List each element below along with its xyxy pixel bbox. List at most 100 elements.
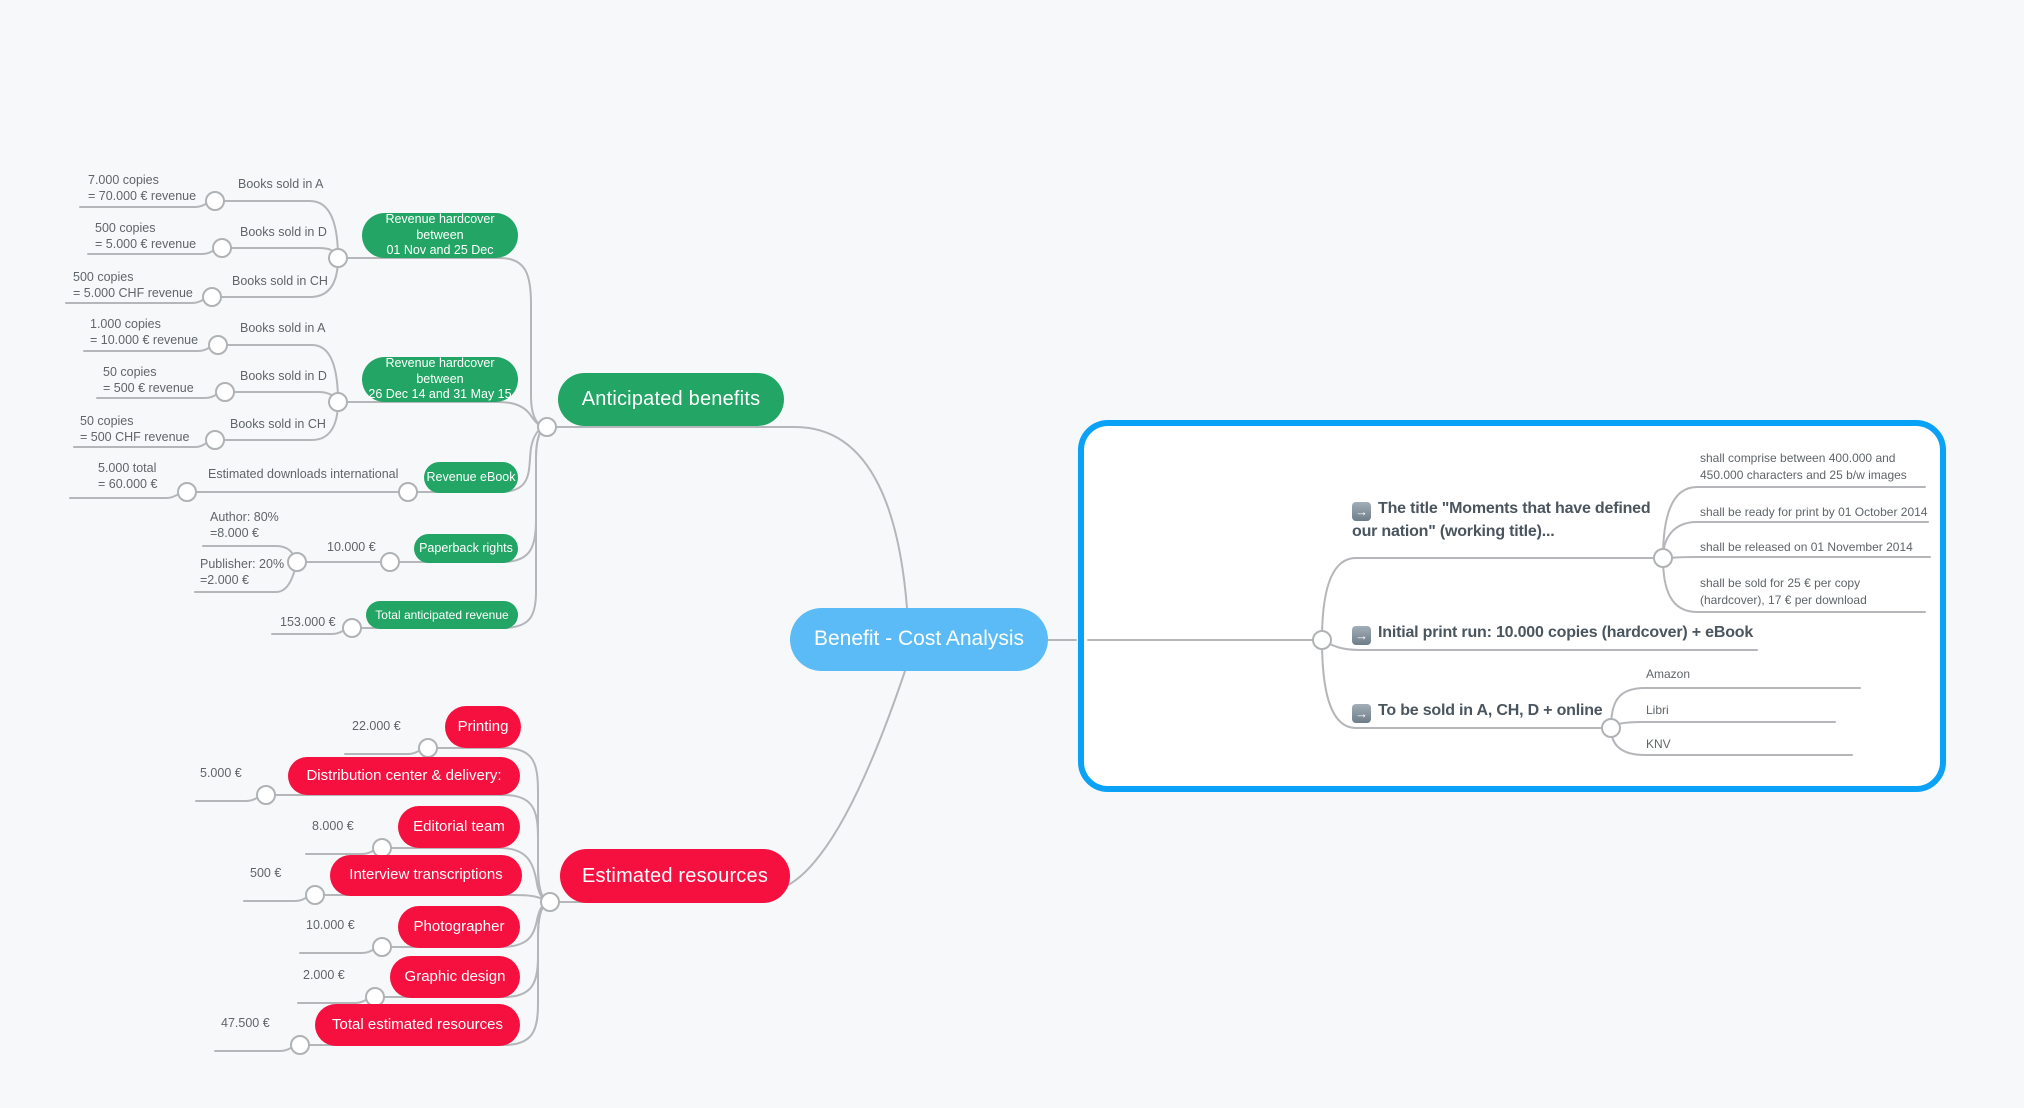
connector-line bbox=[299, 946, 383, 954]
node-interview-transcriptions[interactable]: Interview transcriptions bbox=[330, 855, 522, 896]
node-books-sold-a-2[interactable]: Books sold in A bbox=[240, 321, 326, 335]
arrow-right-icon: → bbox=[1352, 502, 1371, 522]
print-run-text: Initial print run: 10.000 copies (hardco… bbox=[1378, 624, 1754, 641]
value-books-sold-a-2[interactable]: 1.000 copies = 10.000 € revenue bbox=[90, 317, 199, 348]
connector-line bbox=[224, 391, 339, 403]
connector-line bbox=[337, 401, 548, 428]
connector-line bbox=[297, 996, 376, 1004]
node-revenue-ebook[interactable]: Revenue eBook bbox=[424, 462, 518, 493]
collapse-toggle[interactable] bbox=[380, 552, 400, 572]
node-channel-amazon[interactable]: Amazon bbox=[1646, 667, 1691, 681]
branch-anticipated-benefits[interactable]: Anticipated benefits bbox=[558, 373, 784, 426]
node-books-sold-d-1[interactable]: Books sold in D bbox=[240, 225, 327, 239]
node-books-sold-ch-1[interactable]: Books sold in CH bbox=[232, 274, 328, 288]
connector-line bbox=[1662, 557, 1926, 613]
collapse-toggle[interactable] bbox=[540, 892, 560, 912]
value-graphic-design[interactable]: 2.000 € bbox=[303, 968, 345, 982]
connector-line bbox=[214, 1044, 301, 1052]
node-estimated-downloads[interactable]: Estimated downloads international bbox=[208, 467, 399, 481]
collapse-toggle[interactable] bbox=[177, 482, 197, 502]
collapse-toggle[interactable] bbox=[1601, 718, 1621, 738]
collapse-toggle[interactable] bbox=[256, 785, 276, 805]
value-books-sold-ch-1[interactable]: 500 copies = 5.000 CHF revenue bbox=[73, 270, 193, 301]
collapse-toggle[interactable] bbox=[215, 382, 235, 402]
node-spec-print-date[interactable]: shall be ready for print by 01 October 2… bbox=[1700, 505, 1928, 519]
arrow-right-icon: → bbox=[1352, 626, 1371, 646]
value-books-sold-ch-2[interactable]: 50 copies = 500 CHF revenue bbox=[80, 414, 190, 445]
value-books-sold-a-1[interactable]: 7.000 copies = 70.000 € revenue bbox=[88, 173, 197, 204]
collapse-toggle[interactable] bbox=[205, 430, 225, 450]
node-spec-price[interactable]: shall be sold for 25 € per copy (hardcov… bbox=[1700, 576, 1867, 607]
value-total-estimated[interactable]: 47.500 € bbox=[221, 1016, 270, 1030]
node-book-title[interactable]: →The title "Moments that have defined ou… bbox=[1352, 498, 1682, 542]
value-distribution-delivery[interactable]: 5.000 € bbox=[200, 766, 242, 780]
node-distribution-delivery[interactable]: Distribution center & delivery: bbox=[288, 757, 520, 795]
node-paperback-author[interactable]: Author: 80% =8.000 € bbox=[210, 510, 279, 541]
collapse-toggle[interactable] bbox=[212, 238, 232, 258]
collapse-toggle[interactable] bbox=[537, 417, 557, 437]
connector-line bbox=[1662, 486, 1926, 559]
collapse-toggle[interactable] bbox=[372, 937, 392, 957]
collapse-toggle[interactable] bbox=[398, 482, 418, 502]
connector-line bbox=[195, 794, 267, 802]
collapse-toggle[interactable] bbox=[1312, 630, 1332, 650]
collapse-toggle[interactable] bbox=[328, 248, 348, 268]
connector-line bbox=[546, 426, 908, 609]
value-photographer[interactable]: 10.000 € bbox=[306, 918, 355, 932]
collapse-toggle[interactable] bbox=[1653, 548, 1673, 568]
connector-line bbox=[217, 344, 339, 403]
collapse-toggle[interactable] bbox=[208, 335, 228, 355]
node-channel-knv[interactable]: KNV bbox=[1646, 737, 1671, 751]
value-books-sold-d-2[interactable]: 50 copies = 500 € revenue bbox=[103, 365, 194, 396]
collapse-toggle[interactable] bbox=[418, 738, 438, 758]
book-title-text: The title "Moments that have defined our… bbox=[1352, 500, 1651, 541]
node-books-sold-a-1[interactable]: Books sold in A bbox=[238, 177, 324, 191]
node-revenue-hardcover-nov-dec[interactable]: Revenue hardcover between 01 Nov and 25 … bbox=[362, 212, 518, 258]
node-paperback-value[interactable]: 10.000 € bbox=[327, 540, 376, 554]
connector-line bbox=[243, 894, 316, 902]
connector-line bbox=[1321, 557, 1656, 641]
connector-line bbox=[314, 894, 551, 903]
collapse-toggle[interactable] bbox=[287, 552, 307, 572]
node-books-sold-ch-2[interactable]: Books sold in CH bbox=[230, 417, 326, 431]
node-spec-characters[interactable]: shall comprise between 400.000 and 450.0… bbox=[1700, 451, 1907, 482]
branch-estimated-resources[interactable]: Estimated resources bbox=[560, 849, 790, 903]
value-printing[interactable]: 22.000 € bbox=[352, 719, 401, 733]
node-paperback-publisher[interactable]: Publisher: 20% =2.000 € bbox=[200, 557, 285, 588]
node-initial-print-run[interactable]: → Initial print run: 10.000 copies (hardc… bbox=[1352, 622, 1782, 646]
connector-line bbox=[1321, 639, 1604, 729]
node-channel-libri[interactable]: Libri bbox=[1646, 703, 1669, 717]
collapse-toggle[interactable] bbox=[342, 618, 362, 638]
value-estimated-downloads[interactable]: 5.000 total = 60.000 € bbox=[98, 461, 158, 492]
connector-line bbox=[305, 847, 383, 855]
node-total-anticipated-revenue[interactable]: Total anticipated revenue bbox=[366, 601, 518, 629]
collapse-toggle[interactable] bbox=[290, 1035, 310, 1055]
connector-line bbox=[69, 491, 188, 499]
connector-line bbox=[351, 426, 548, 629]
node-printing[interactable]: Printing bbox=[445, 706, 521, 748]
connector-line bbox=[221, 247, 339, 259]
node-spec-release-date[interactable]: shall be released on 01 November 2014 bbox=[1700, 540, 1913, 554]
node-total-estimated-resources[interactable]: Total estimated resources bbox=[315, 1004, 520, 1046]
connector-line bbox=[344, 747, 429, 755]
collapse-toggle[interactable] bbox=[205, 191, 225, 211]
node-photographer[interactable]: Photographer bbox=[398, 906, 520, 948]
collapse-toggle[interactable] bbox=[202, 287, 222, 307]
node-books-sold-d-2[interactable]: Books sold in D bbox=[240, 369, 327, 383]
collapse-toggle[interactable] bbox=[328, 392, 348, 412]
collapse-toggle[interactable] bbox=[305, 885, 325, 905]
boundary-highlight[interactable] bbox=[1078, 420, 1946, 792]
arrow-right-icon: → bbox=[1352, 704, 1371, 724]
root-node[interactable]: Benefit - Cost Analysis bbox=[790, 608, 1048, 671]
node-editorial-team[interactable]: Editorial team bbox=[398, 806, 520, 848]
node-revenue-hardcover-dec-may[interactable]: Revenue hardcover between 26 Dec 14 and … bbox=[362, 356, 518, 402]
value-total-anticipated[interactable]: 153.000 € bbox=[280, 615, 336, 629]
node-graphic-design[interactable]: Graphic design bbox=[390, 956, 520, 998]
value-editorial-team[interactable]: 8.000 € bbox=[312, 819, 354, 833]
node-paperback-rights[interactable]: Paperback rights bbox=[414, 534, 518, 563]
value-books-sold-d-1[interactable]: 500 copies = 5.000 € revenue bbox=[95, 221, 197, 252]
value-interview-transcriptions[interactable]: 500 € bbox=[250, 866, 282, 880]
node-to-be-sold[interactable]: →To be sold in A, CH, D + online bbox=[1352, 700, 1652, 724]
